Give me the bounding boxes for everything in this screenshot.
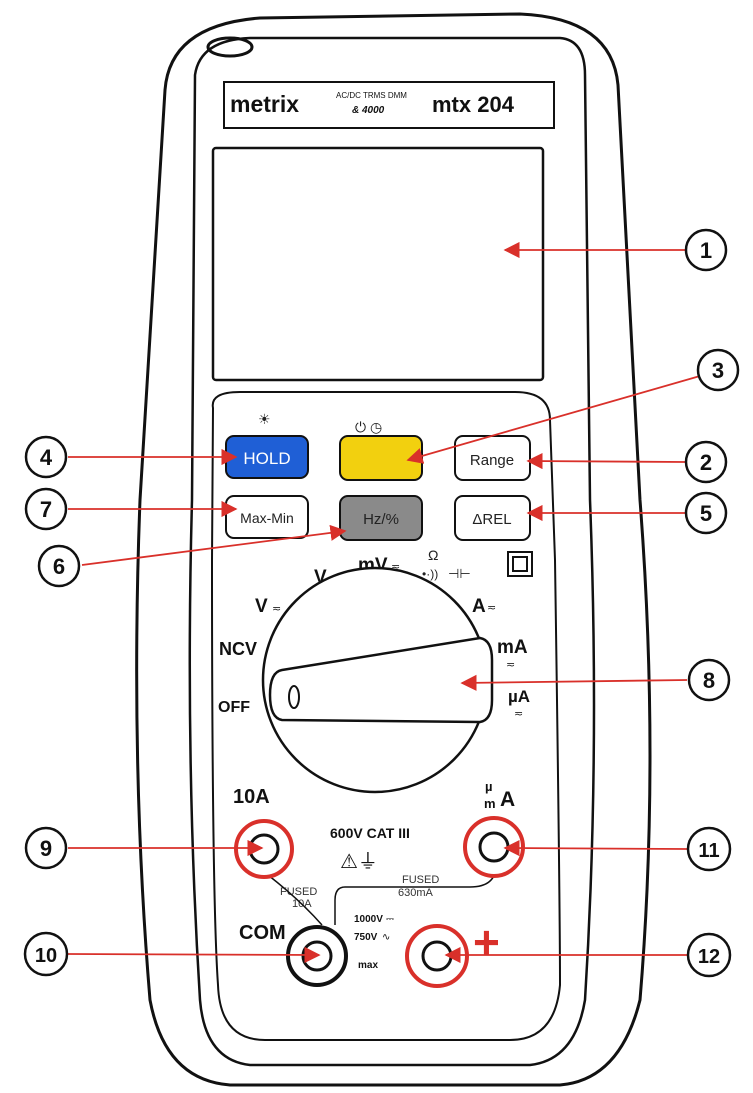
svg-text:3: 3 (712, 358, 724, 383)
brand-maker: metrix (230, 91, 299, 117)
svg-text:2: 2 (700, 450, 712, 475)
svg-text:11: 11 (698, 840, 719, 862)
brand-model: mtx 204 (432, 92, 515, 117)
fuse-line-10a (267, 874, 323, 926)
brand-subtitle-top: AC/DC TRMS DMM (336, 91, 407, 100)
hold-button[interactable]: HOLD (225, 435, 309, 479)
terminal-label-10a: 10A (233, 786, 270, 808)
dial-label-off: OFF (218, 699, 250, 716)
backlight-icon: ☀ (258, 411, 271, 427)
rel-button-label: ΔREL (472, 511, 511, 528)
svg-text:10: 10 (35, 945, 57, 967)
capacitor-icon: ⊣⊢ (448, 566, 471, 581)
lcd-screen (211, 146, 545, 382)
hz-button-label: Hz/% (363, 511, 399, 528)
keypad-panel (210, 391, 562, 1041)
terminal-10a[interactable] (234, 819, 294, 879)
arrow-2 (526, 452, 686, 470)
terminal-plus[interactable] (405, 924, 469, 988)
fused-10a-line1: FUSED (280, 886, 317, 898)
hold-button-label: HOLD (243, 449, 290, 468)
svg-text:≂: ≂ (487, 602, 496, 614)
max-label: max (358, 960, 378, 971)
svg-text:12: 12 (698, 946, 720, 968)
svg-text:5: 5 (700, 501, 712, 526)
fused-630-line1: FUSED (402, 874, 439, 886)
warning-icon: ⚠⏚ (340, 851, 378, 873)
arrow-3 (406, 375, 701, 464)
callout-10: 10 (23, 931, 69, 977)
terminal-com[interactable] (286, 925, 348, 987)
terminal-label-micro: µ (485, 779, 493, 794)
svg-text:≂: ≂ (514, 708, 523, 720)
svg-text:4: 4 (40, 445, 53, 470)
power-button[interactable] (339, 435, 423, 481)
power-icon: ⏻ ◷ (355, 419, 382, 435)
callout-6: 6 (37, 544, 81, 588)
arrow-8 (460, 674, 688, 691)
callout-2: 2 (684, 440, 728, 484)
arrow-11 (503, 839, 688, 857)
volt-ac-rating: 750V (354, 932, 378, 943)
volt-dc-rating: 1000V (354, 914, 383, 925)
strap-hole (206, 36, 254, 58)
brand-strip (223, 81, 555, 129)
svg-text:⎓: ⎓ (386, 914, 394, 925)
rel-button[interactable]: ΔREL (454, 495, 531, 541)
callout-11: 11 (686, 826, 732, 872)
svg-text:≂: ≂ (272, 603, 281, 615)
maxmin-button-label: Max-Min (240, 510, 294, 526)
callout-8: 8 (687, 658, 731, 702)
callout-4: 4 (24, 435, 68, 479)
continuity-icon: •·)) (422, 567, 438, 581)
terminal-label-milli: m (484, 796, 496, 811)
svg-text:∿: ∿ (382, 932, 390, 943)
dial-label-ma: mA (497, 637, 528, 658)
dial-pointer (288, 685, 300, 709)
svg-text:≂: ≂ (391, 561, 400, 573)
meter-body (188, 36, 596, 1067)
dial-knob (268, 636, 494, 724)
callout-12: 12 (686, 932, 732, 978)
dial-label-ncv: NCV (219, 639, 257, 659)
dial-label-ua: µA (508, 687, 530, 706)
callout-3: 3 (696, 348, 740, 392)
double-insulation-icon (507, 551, 533, 577)
svg-text:≂: ≂ (506, 659, 515, 671)
callout-5: 5 (684, 491, 728, 535)
maxmin-button[interactable]: Max-Min (225, 495, 309, 539)
callout-7: 7 (24, 487, 68, 531)
svg-text:7: 7 (40, 497, 52, 522)
arrow-10 (67, 946, 321, 964)
svg-text:8: 8 (703, 668, 715, 693)
svg-text:9: 9 (40, 836, 52, 861)
callout-9: 9 (24, 826, 68, 870)
plus-sign: + (473, 916, 500, 968)
callout-arrows (67, 241, 701, 964)
callout-1: 1 (684, 228, 728, 272)
svg-text:6: 6 (53, 554, 65, 579)
terminal-label-unit-a: A (500, 788, 515, 811)
holster-outline (135, 12, 652, 1087)
svg-text:1: 1 (700, 238, 712, 263)
range-button-label: Range (470, 452, 514, 469)
cat-rating: 600V CAT III (330, 825, 410, 841)
com-label: COM (239, 922, 286, 944)
brand-subtitle-bottom: & 4000 (352, 105, 385, 116)
fused-630-line2: 630mA (398, 887, 434, 899)
arrow-6 (81, 524, 347, 566)
dial-label-a: A (472, 596, 486, 617)
terminal-ua-ma[interactable] (463, 816, 525, 878)
dial-label-ohm: Ω (428, 547, 438, 563)
dial-label-v-acdc: V (255, 596, 268, 617)
hz-button[interactable]: Hz/% (339, 495, 423, 541)
